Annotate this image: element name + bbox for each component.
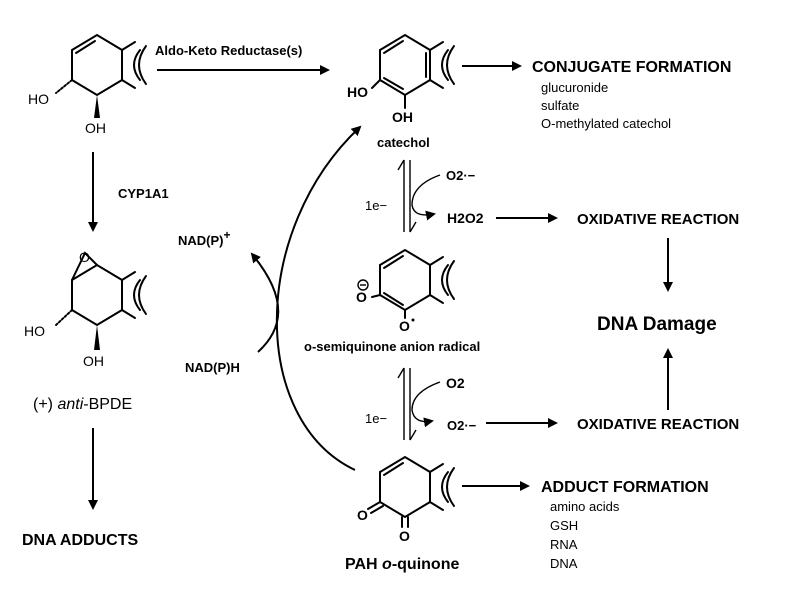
o-quinone-structure: O O [357, 455, 455, 544]
anion-oxygen: O [356, 289, 367, 305]
oxidation-curve [411, 174, 441, 221]
oxidative-reaction-1: OXIDATIVE REACTION [577, 211, 739, 228]
cofactor-arrow [250, 252, 280, 353]
conjugate-item: O-methylated catechol [541, 116, 671, 131]
conjugate-title: CONJUGATE FORMATION [532, 59, 731, 76]
equilibrium-arrows-lower [397, 367, 417, 441]
hydroxyl-label: OH [85, 120, 106, 136]
equilibrium-arrows-upper [397, 159, 417, 233]
redox-cycle-arrow [275, 125, 362, 471]
electron-label: 1e− [365, 411, 387, 426]
electron-label: 1e− [365, 198, 387, 213]
hydroxyl-label: HO [24, 323, 45, 339]
adduct-item: GSH [550, 518, 578, 533]
nadph-label: NAD(P)H [185, 360, 240, 375]
oxidative-reaction-2: OXIDATIVE REACTION [577, 416, 739, 433]
ketone-oxygen: O [399, 528, 410, 544]
hydroxyl-label: HO [28, 91, 49, 107]
hydroxyl-label: OH [392, 109, 413, 125]
semiquinone-label: o-semiquinone anion radical [304, 339, 480, 354]
adduct-item: DNA [550, 556, 578, 571]
radical-oxygen: O [399, 318, 410, 334]
dna-adducts-label: DNA ADDUCTS [22, 532, 138, 549]
epoxide-oxygen: O [79, 249, 90, 265]
peroxide-label: H2O2 [447, 210, 484, 226]
superoxide-label: O2·− [446, 168, 476, 183]
hydroxyl-label: OH [83, 353, 104, 369]
nadp-plus-label: NAD(P)+ [178, 228, 231, 248]
hydroxyl-label: HO [347, 84, 368, 100]
dihydrodiol-structure: HO OH [28, 33, 147, 136]
conjugate-item: sulfate [541, 98, 579, 113]
reduction-curve [411, 381, 441, 428]
semiquinone-structure: O O [356, 248, 455, 334]
adduct-item: RNA [550, 537, 578, 552]
adduct-item: amino acids [550, 499, 620, 514]
o-quinone-label: PAH o-quinone [345, 556, 459, 573]
conjugate-item: glucuronide [541, 80, 608, 95]
cyp-label: CYP1A1 [118, 186, 169, 201]
bpde-label: (+) anti-BPDE [33, 396, 132, 413]
catechol-label: catechol [377, 135, 430, 150]
superoxide-label: O2·− [447, 418, 477, 433]
ketone-oxygen: O [357, 507, 368, 523]
catechol-structure: HO OH [347, 33, 455, 125]
adduct-title: ADDUCT FORMATION [541, 479, 709, 496]
dna-damage-label: DNA Damage [597, 314, 717, 335]
oxygen-label: O2 [446, 375, 465, 391]
bpde-structure: O HO OH [24, 249, 147, 369]
aldo-keto-label: Aldo-Keto Reductase(s) [155, 43, 302, 58]
